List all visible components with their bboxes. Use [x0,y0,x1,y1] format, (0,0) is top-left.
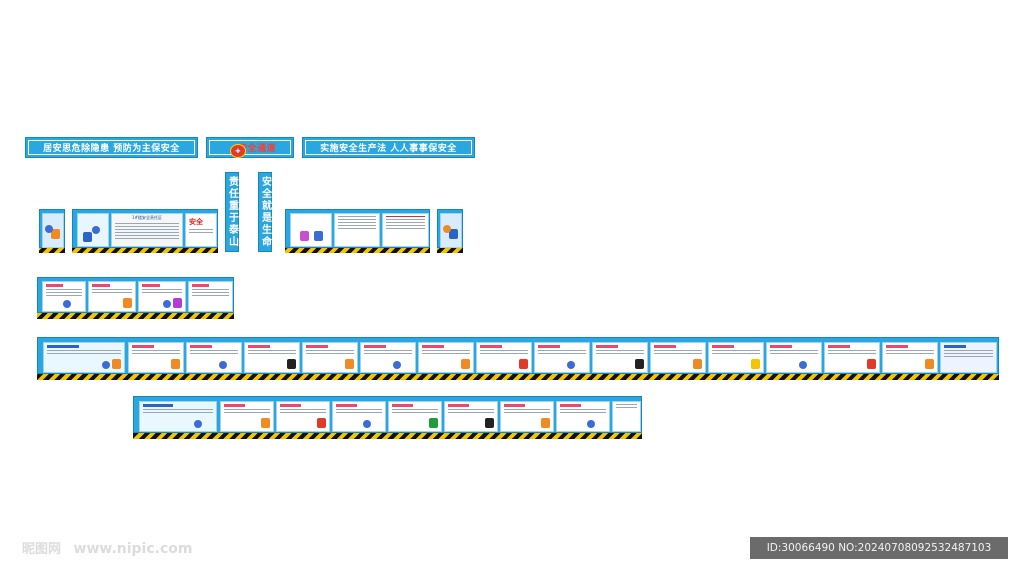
row2-board [37,277,234,313]
row4-board [133,396,642,433]
hazard-stripe-small-2 [437,248,463,253]
slogan-banner-right-text: 实施安全生产法 人人事事保安全 [320,144,457,154]
duty-board-right-panel: 安全 [185,213,217,247]
hazard-stripe-row3 [37,374,999,380]
hazard-stripe-small-1 [39,248,65,253]
hazard-stripe-mid [285,248,430,253]
duty-board-title: 1#楼安全责任区 [132,215,162,220]
row3-long-board [37,337,999,374]
safety-badge-icon: ✚ [230,144,246,158]
duty-word: 安全 [189,218,203,226]
hazard-stripe-row2 [37,313,234,319]
watermark-logo-text: 昵图网 [22,542,62,557]
duty-board-table: 1#楼安全责任区 [111,213,183,247]
duty-board: 1#楼安全责任区 安全 [72,209,218,248]
vertical-banner-left: 责任重于泰山 [225,172,239,252]
id-label-text: ID:30066490 NO:20240708092532487103 [766,542,992,554]
slogan-banner-left: 居安思危除隐患 预防为主保安全 [25,137,198,158]
vertical-banner-right: 安全就是生命 [258,172,272,252]
mid-board [285,209,430,248]
watermark-logo: 昵图网 www.nipic.com [22,538,192,557]
slogan-banner-right: 实施安全生产法 人人事事保安全 [302,137,475,158]
hazard-stripe-duty [72,248,218,253]
small-board-1 [39,209,65,248]
slogan-banner-left-text: 居安思危除隐患 预防为主保安全 [43,144,180,154]
vertical-banner-left-text: 责任重于泰山 [226,176,238,248]
safety-passage-banner: ✚ 安全通道 [206,137,294,158]
duty-board-left-panel [77,213,109,247]
vertical-banner-right-text: 安全就是生命 [259,176,271,248]
id-label: ID:30066490 NO:20240708092532487103 [750,537,1008,559]
small-board-2 [437,209,463,248]
safety-passage-text: 安全通道 [237,144,276,154]
hazard-stripe-row4 [133,433,642,439]
watermark-url: www.nipic.com [73,541,193,557]
